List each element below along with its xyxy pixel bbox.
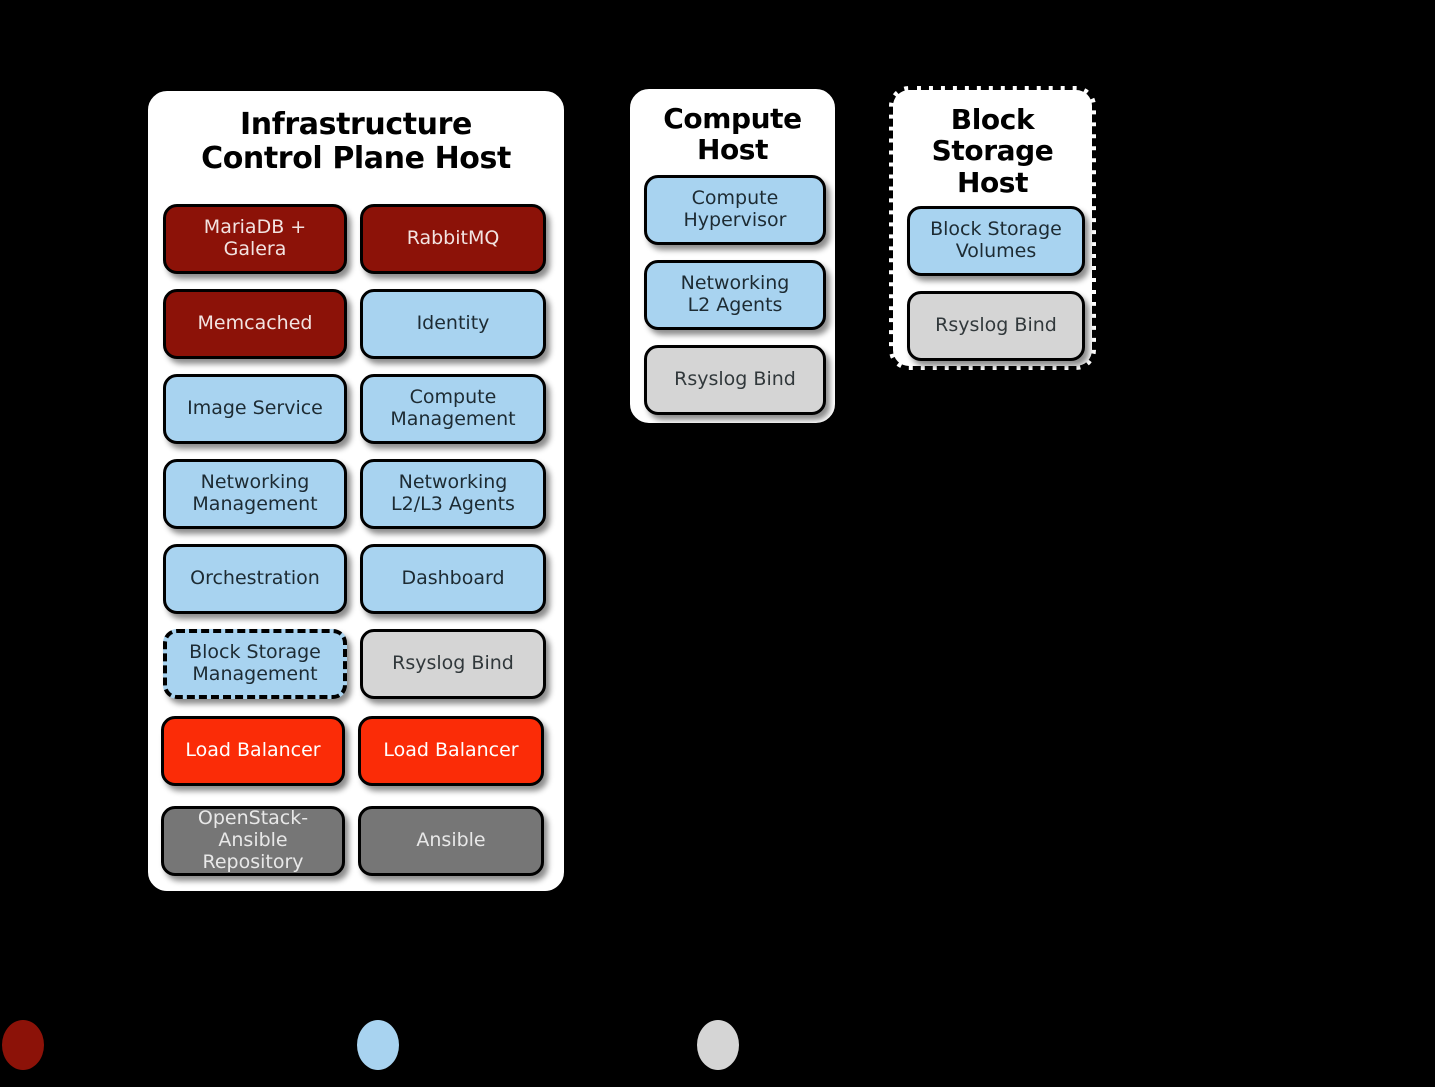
panel-title-compute-host: Compute Host <box>663 102 802 167</box>
panel-compute-host: Compute Host Compute Hypervisor Networki… <box>627 86 838 426</box>
panel-title-block-storage-host: Block Storage Host <box>931 103 1054 199</box>
service-box-ansible[interactable]: Ansible <box>358 806 544 876</box>
service-box-load-balancer-left[interactable]: Load Balancer <box>161 716 345 786</box>
service-box-block-storage-volumes[interactable]: Block Storage Volumes <box>907 206 1085 276</box>
legend-swatch-database <box>2 1020 44 1070</box>
service-box-mariadb-galera[interactable]: MariaDB + Galera <box>163 204 347 274</box>
panel-infrastructure-control-plane-host: Infrastructure Control Plane Host MariaD… <box>145 88 567 894</box>
service-box-networking-management[interactable]: Networking Management <box>163 459 347 529</box>
service-box-rabbitmq[interactable]: RabbitMQ <box>360 204 546 274</box>
panel-block-storage-host: Block Storage Host Block Storage Volumes… <box>889 86 1096 370</box>
panel-title-infrastructure: Infrastructure Control Plane Host <box>201 107 511 176</box>
service-box-compute-hypervisor[interactable]: Compute Hypervisor <box>644 175 826 245</box>
legend-swatch-service <box>357 1020 399 1070</box>
service-box-block-rsyslog-bind[interactable]: Rsyslog Bind <box>907 291 1085 361</box>
service-box-image-service[interactable]: Image Service <box>163 374 347 444</box>
service-box-rsyslog-bind[interactable]: Rsyslog Bind <box>360 629 546 699</box>
service-box-openstack-ansible-repository[interactable]: OpenStack- Ansible Repository <box>161 806 345 876</box>
service-box-block-storage-management[interactable]: Block Storage Management <box>163 629 347 699</box>
service-box-memcached[interactable]: Memcached <box>163 289 347 359</box>
service-box-compute-management[interactable]: Compute Management <box>360 374 546 444</box>
service-box-networking-l2-agents[interactable]: Networking L2 Agents <box>644 260 826 330</box>
service-box-dashboard[interactable]: Dashboard <box>360 544 546 614</box>
legend-swatch-support <box>697 1020 739 1070</box>
service-box-compute-rsyslog-bind[interactable]: Rsyslog Bind <box>644 345 826 415</box>
service-box-orchestration[interactable]: Orchestration <box>163 544 347 614</box>
service-box-load-balancer-right[interactable]: Load Balancer <box>358 716 544 786</box>
service-box-networking-l2-l3-agents[interactable]: Networking L2/L3 Agents <box>360 459 546 529</box>
service-box-identity[interactable]: Identity <box>360 289 546 359</box>
